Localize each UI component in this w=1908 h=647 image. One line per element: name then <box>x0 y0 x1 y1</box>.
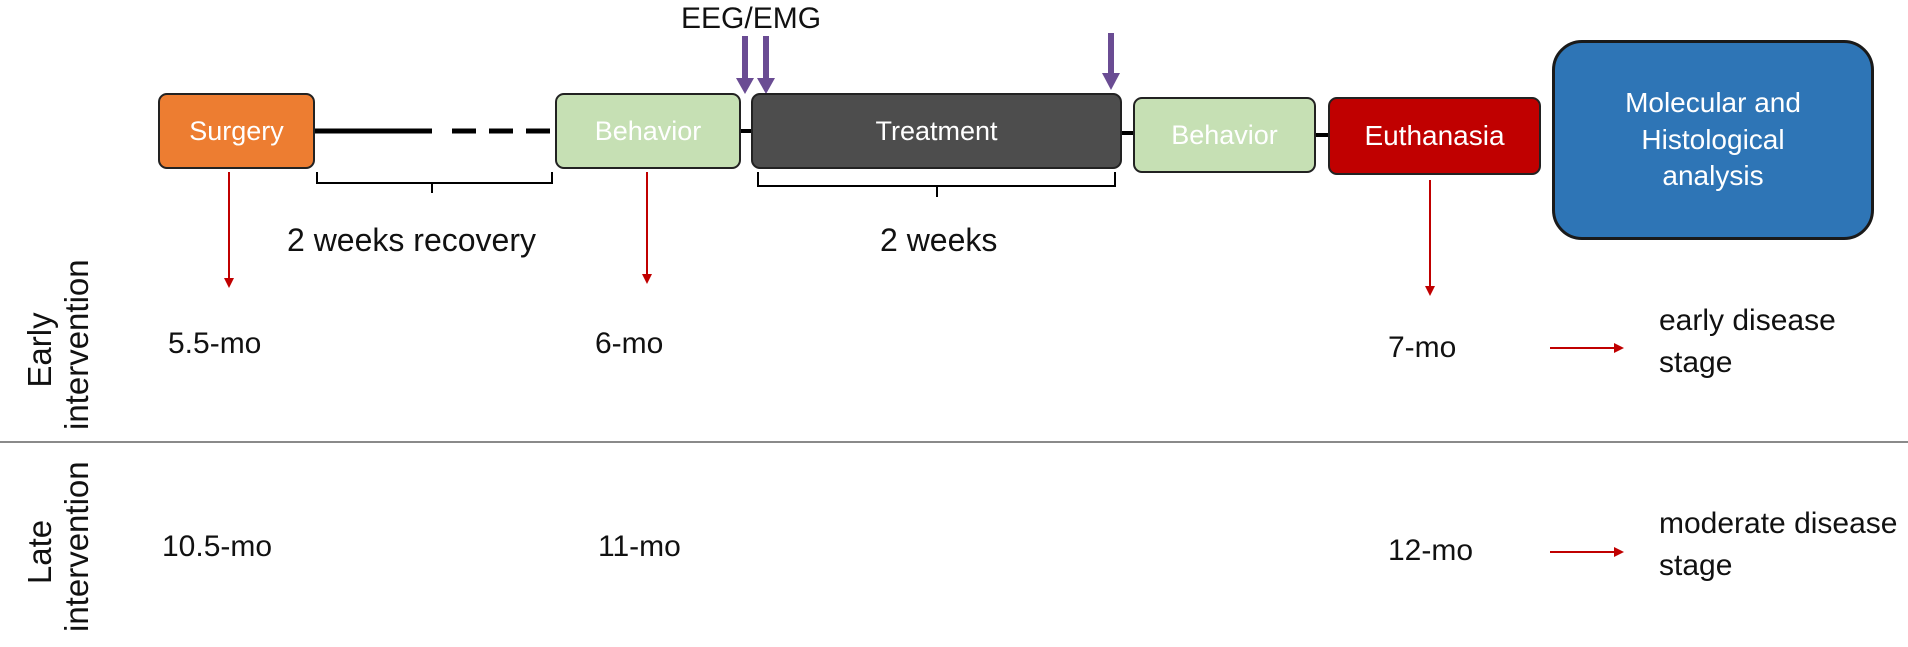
surgery-label: Surgery <box>189 115 284 146</box>
eeg-arrow <box>736 36 754 94</box>
late-group-label: Late intervention <box>21 461 95 632</box>
euthanasia-label: Euthanasia <box>1364 120 1505 151</box>
early-stage-label: early disease stage <box>1659 304 1836 379</box>
surgery-box: Surgery <box>158 93 315 169</box>
treatment-duration-label: 2 weeks <box>880 222 998 258</box>
eeg-arrow <box>1102 33 1120 90</box>
behavior-box-pre: Behavior <box>555 93 741 169</box>
early-group-label: Early intervention <box>21 259 95 430</box>
early-age-behavior: 6-mo <box>595 327 664 360</box>
behavior-post-label: Behavior <box>1171 119 1278 150</box>
analysis-label: Molecular and Histological analysis <box>1625 86 1801 192</box>
behavior-box-post: Behavior <box>1133 97 1316 173</box>
eeg-arrow <box>757 36 775 94</box>
late-stage-label: moderate disease stage <box>1659 507 1898 582</box>
early-age-surgery: 5.5-mo <box>168 327 262 360</box>
late-age-surgery: 10.5-mo <box>162 530 273 563</box>
treatment-label: Treatment <box>875 115 998 146</box>
treatment-bracket <box>757 172 1116 197</box>
recovery-bracket <box>316 172 553 193</box>
late-age-euthanasia: 12-mo <box>1388 534 1474 567</box>
euthanasia-box: Euthanasia <box>1328 97 1541 175</box>
analysis-box: Molecular and Histological analysis <box>1552 40 1874 240</box>
behavior-pre-label: Behavior <box>594 115 702 146</box>
eeg-emg-label: EEG/EMG <box>681 2 822 35</box>
late-age-behavior: 11-mo <box>598 530 681 563</box>
treatment-box: Treatment <box>751 93 1122 169</box>
recovery-label: 2 weeks recovery <box>287 222 536 258</box>
early-age-euthanasia: 7-mo <box>1388 331 1457 364</box>
